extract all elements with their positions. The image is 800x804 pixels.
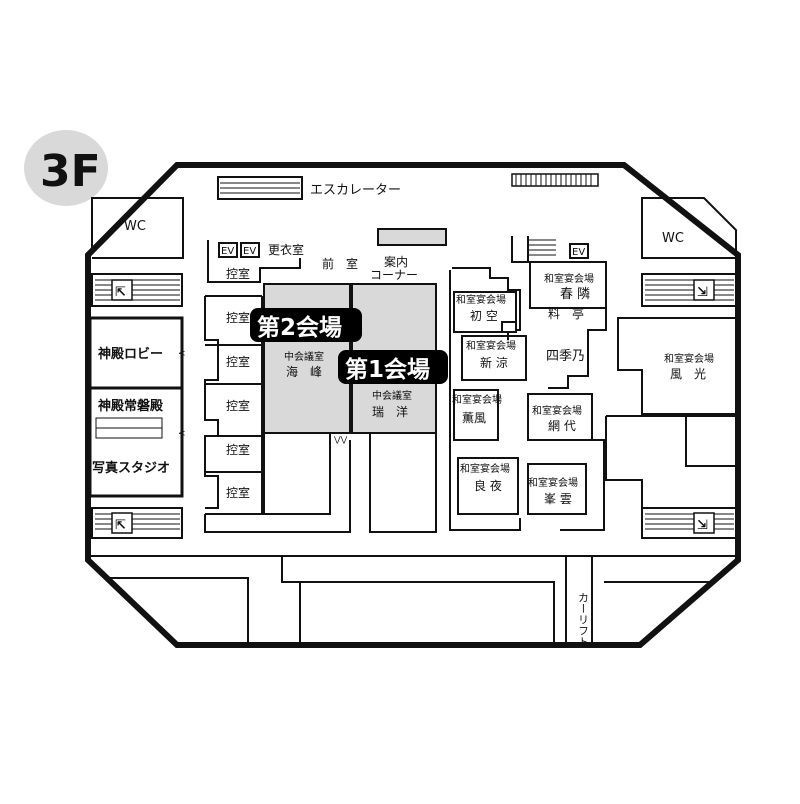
wc-right-label: WC xyxy=(662,231,684,246)
wc-left-room xyxy=(91,197,184,259)
exit-icon-left-upper: ⇱ xyxy=(115,285,126,300)
room-below-kaiho xyxy=(263,433,331,515)
wa-block-outline-2 xyxy=(449,270,521,531)
wa-block-outline-3 xyxy=(560,439,605,531)
exit-icon-left-lower: ⇱ xyxy=(115,518,126,533)
waiting-room-4-label: 控室 xyxy=(226,398,250,413)
room-kaiho-name: 海 峰 xyxy=(286,364,322,379)
ev-label-1: EV xyxy=(221,246,234,257)
wa-shinryo-name: 新 涼 xyxy=(480,355,508,370)
changing-room-label: 更衣室 xyxy=(268,242,304,257)
wa-houun-name: 峯 雲 xyxy=(544,492,572,506)
wa-ryoya-room[interactable] xyxy=(457,457,519,515)
ryotei-label-2: 四季乃 xyxy=(546,349,585,364)
ev-box-1 xyxy=(218,242,238,258)
floor-label: 3F xyxy=(40,146,101,197)
anteroom-label: 前 室 xyxy=(322,256,358,271)
wa-amishiro-name: 網 代 xyxy=(548,419,576,433)
venue-2-text: 第2会場 xyxy=(257,314,342,341)
wa-ryoya-name: 良 夜 xyxy=(474,478,502,493)
venue-1-badge[interactable]: 第1会場 xyxy=(338,350,448,384)
room-zuiyo-name: 瑞 洋 xyxy=(372,404,408,419)
wa-shinryo-type: 和室宴会場 xyxy=(466,339,516,352)
floor-badge-bg xyxy=(24,130,108,206)
room-kaiho-type: 中会議室 xyxy=(284,350,324,363)
room-below-zuiyo xyxy=(369,433,437,533)
stair-center-right-steps xyxy=(528,239,556,256)
stair-center-right xyxy=(511,236,529,263)
shrine-block xyxy=(88,316,184,498)
venue-1-text: 第1会場 xyxy=(345,356,430,383)
wa-shunrin-name: 春 隣 xyxy=(560,286,590,302)
exit-icon-right-lower: ⇲ xyxy=(697,518,708,533)
ev-label-3: EV xyxy=(572,247,585,258)
info-corner-label-2: コーナー xyxy=(370,268,418,282)
waiting-room-2-label: 控室 xyxy=(226,310,250,325)
escalator-label: エスカレーター xyxy=(310,183,401,198)
waiting-room-5-label: 控室 xyxy=(226,442,250,457)
corridor-left-wall xyxy=(204,440,351,533)
wa-houun-type: 和室宴会場 xyxy=(528,476,578,489)
floor-badge: 3F xyxy=(24,130,108,206)
ryotei-label-1: 料 亭 xyxy=(548,306,584,321)
shrine-lobby-label: 神殿ロビー xyxy=(98,346,163,362)
waiting-rooms-column xyxy=(204,295,263,515)
wa-hatsusora-type: 和室宴会場 xyxy=(456,293,506,306)
ev-label-2: EV xyxy=(243,246,256,257)
wa-shunrin-type: 和室宴会場 xyxy=(544,272,594,285)
wa-fuko-type: 和室宴会場 xyxy=(664,352,714,365)
wa-fuko-name: 風 光 xyxy=(670,367,706,381)
venue-2-badge[interactable]: 第2会場 xyxy=(250,308,362,342)
stair-right-lower xyxy=(641,507,737,539)
wa-amishiro-room[interactable] xyxy=(527,393,593,441)
wa-fuko-room[interactable] xyxy=(617,317,737,415)
south-left-room xyxy=(108,577,249,645)
door-marker-2: < xyxy=(178,429,186,439)
photo-studio-label: 写真スタジオ xyxy=(92,460,170,476)
ryotei-outline xyxy=(548,262,607,389)
wa-kunpu-type: 和室宴会場 xyxy=(452,393,502,406)
wc-left-label: WC xyxy=(124,219,146,234)
ev-box-2 xyxy=(240,242,260,258)
car-lift-shaft xyxy=(565,556,593,645)
escalator-left xyxy=(217,176,303,200)
wa-hatsusora-name: 初 空 xyxy=(470,309,498,323)
stair-right-upper xyxy=(641,273,737,307)
wa-kunpu-room[interactable] xyxy=(453,389,499,441)
ev-box-3 xyxy=(569,243,589,259)
info-corner-label-1: 案内 xyxy=(384,254,408,269)
right-service-rooms xyxy=(605,415,736,508)
wa-amishiro-type: 和室宴会場 xyxy=(532,404,582,417)
ev-area-left xyxy=(207,240,301,283)
wa-houun-room[interactable] xyxy=(527,463,587,515)
stair-left-upper xyxy=(91,273,183,307)
exit-icon-right-upper: ⇲ xyxy=(697,285,708,300)
stair-left-lower xyxy=(91,507,183,539)
wa-hatsusora-closet xyxy=(501,321,517,333)
door-marker-3: ⋁⋁ xyxy=(333,435,348,444)
waiting-room-3-label: 控室 xyxy=(226,354,250,369)
escalator-right xyxy=(511,173,599,187)
waiting-room-6-label: 控室 xyxy=(226,485,250,500)
shrine-hall-label: 神殿常磐殿 xyxy=(98,398,164,414)
south-center-room xyxy=(281,556,555,645)
door-marker-1: < xyxy=(178,349,186,359)
waiting-room-1-label: 控室 xyxy=(226,266,250,281)
wa-ryoya-type: 和室宴会場 xyxy=(460,462,510,475)
room-zuiyo-type: 中会議室 xyxy=(372,389,412,402)
wa-shinryo-room[interactable] xyxy=(461,335,527,381)
wc-right-room xyxy=(641,197,737,259)
wa-hatsusora-room[interactable] xyxy=(453,291,517,333)
info-counter xyxy=(377,228,447,246)
wa-kunpu-name: 薫風 xyxy=(462,411,486,425)
car-lift-label: カーリフト xyxy=(577,592,590,647)
